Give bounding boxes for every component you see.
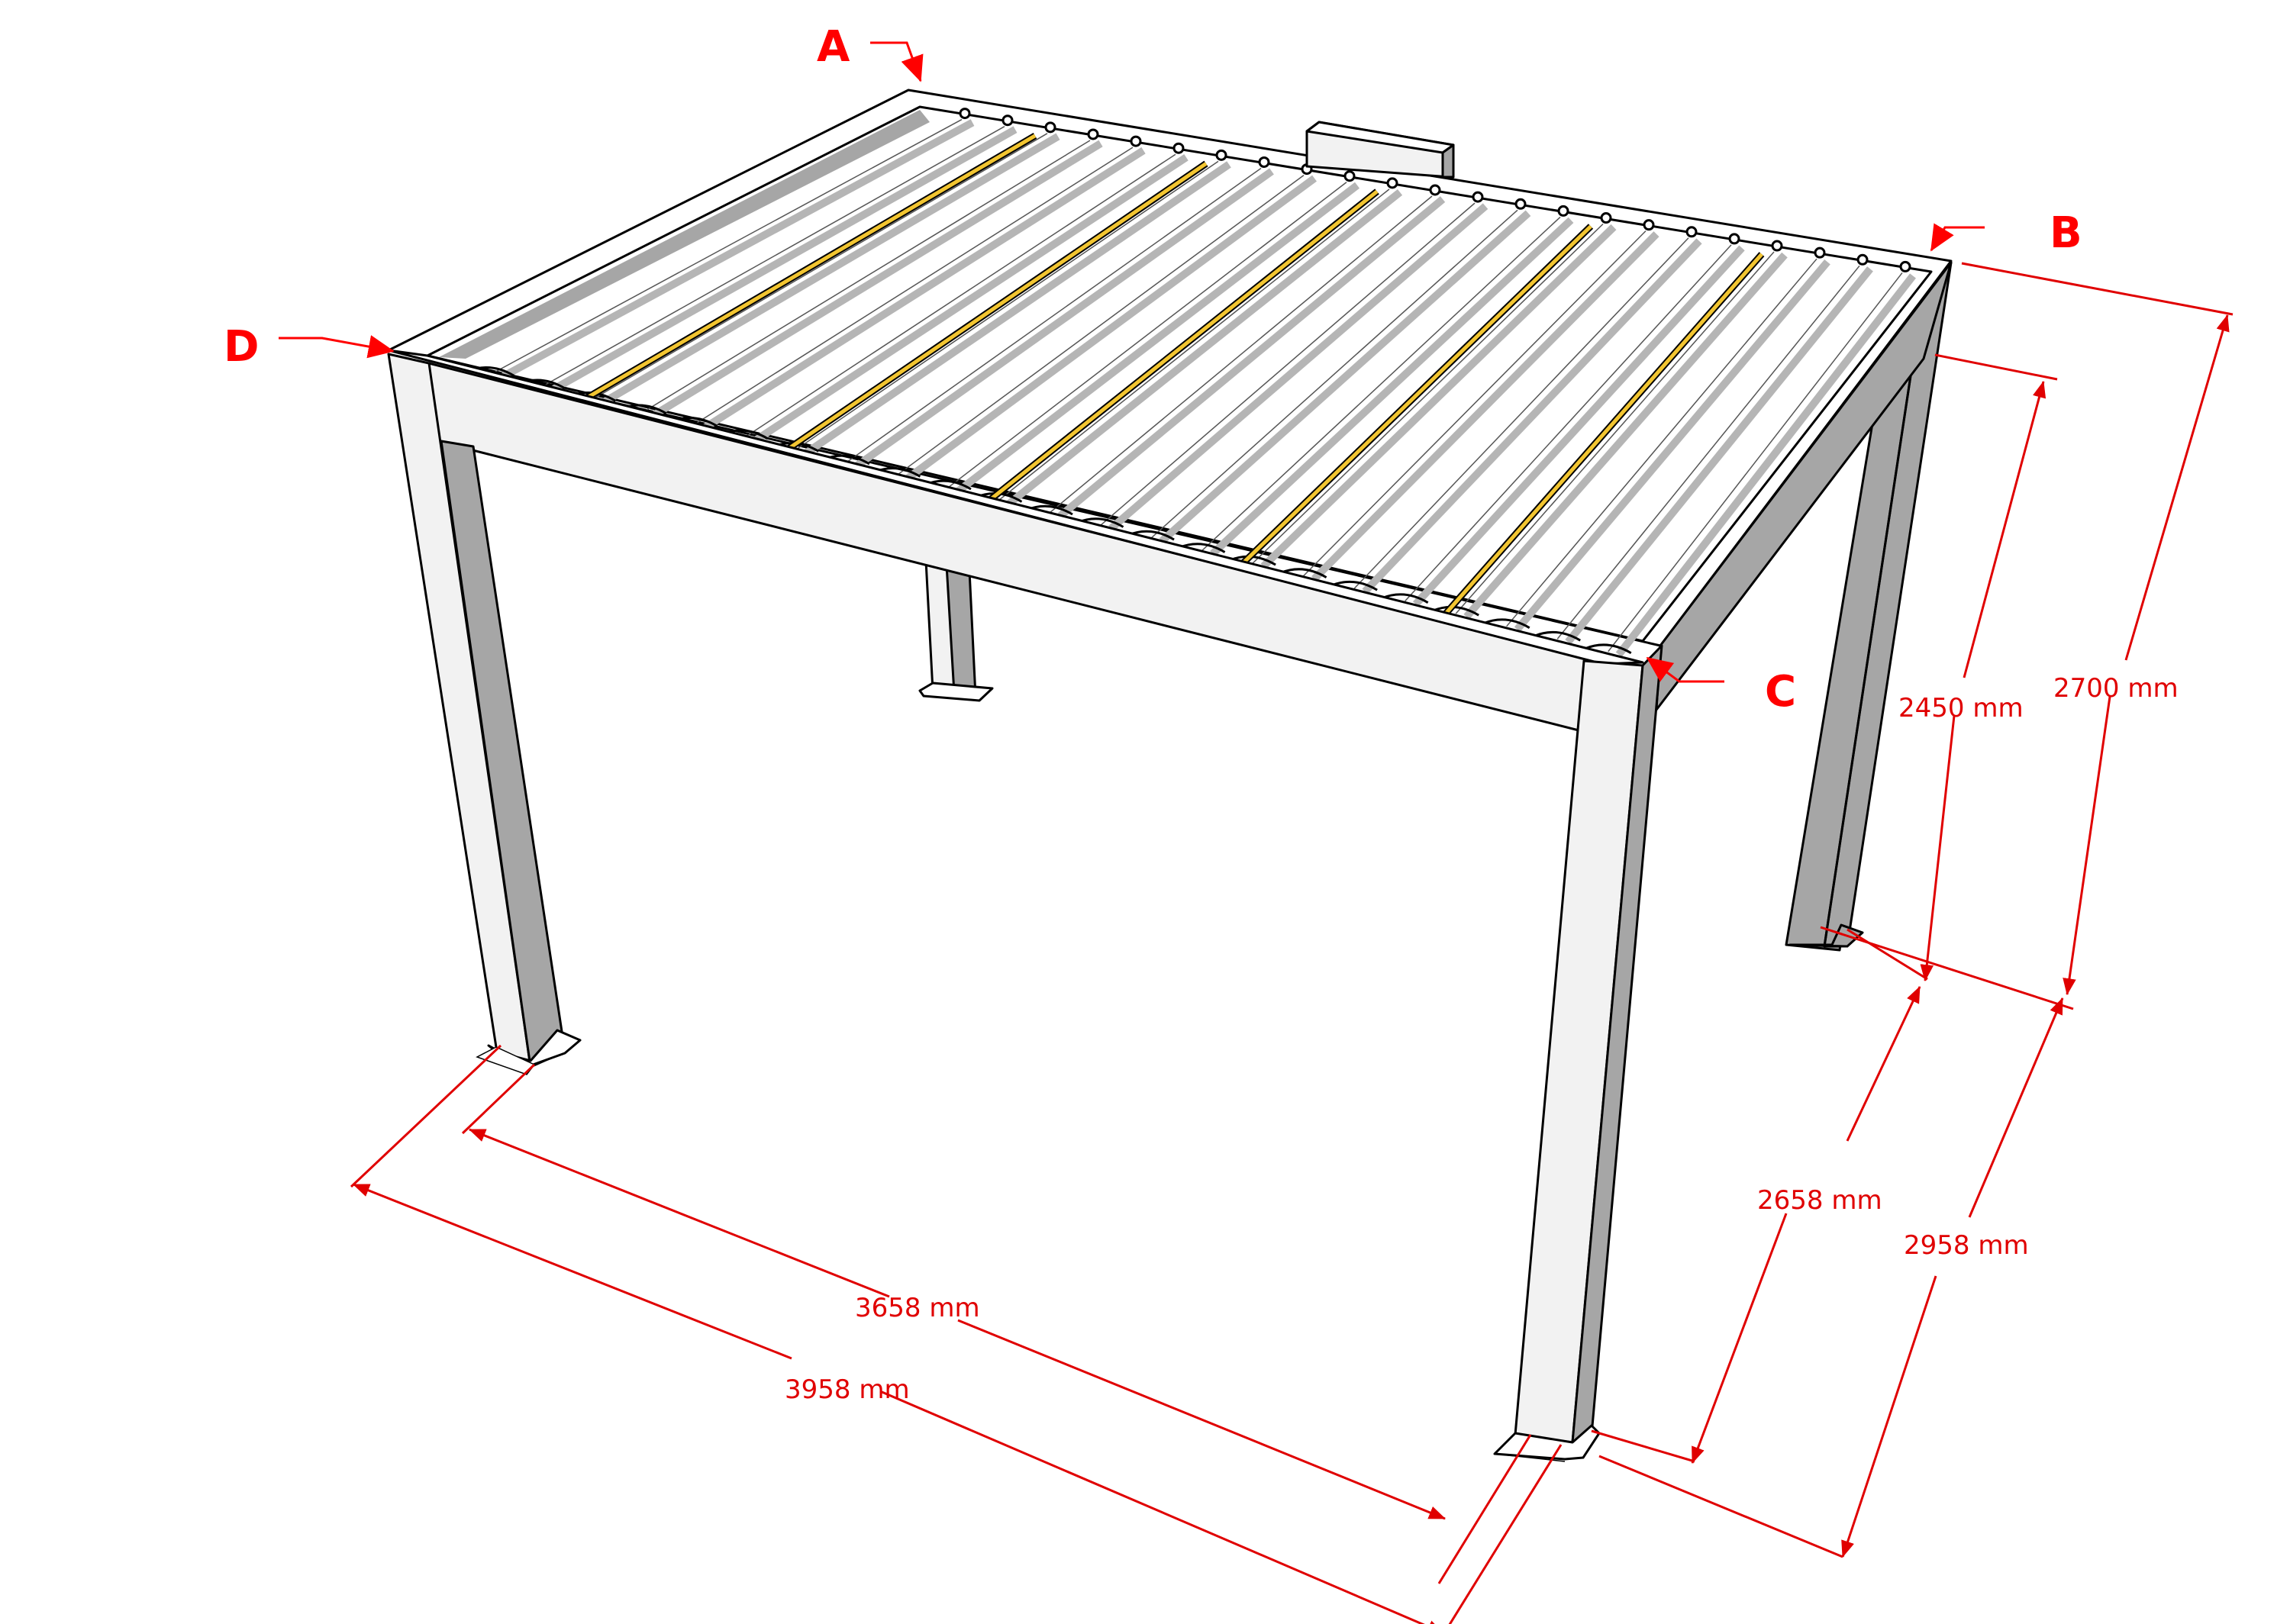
dim-outer-length: 3958 mm (785, 1374, 910, 1405)
dim-total-height: 2700 mm (2053, 673, 2179, 704)
corner-label-d: D (224, 322, 259, 372)
dimension-labels: 3658 mm 3958 mm 2658 mm 2958 mm 2450 mm … (785, 673, 2179, 1405)
corner-label-c: C (1765, 667, 1796, 717)
corner-callouts: A B C D (224, 22, 2082, 717)
louver-slats (467, 108, 1916, 657)
corner-label-a: A (817, 22, 850, 72)
dim-clear-height: 2450 mm (1898, 693, 2024, 723)
dimension-lines (350, 262, 2234, 1624)
motor-housing (1305, 121, 1455, 179)
dim-outer-width: 2958 mm (1904, 1230, 2029, 1261)
dim-inner-width: 2658 mm (1757, 1185, 1882, 1216)
post-back-left (918, 559, 994, 702)
post-front-right (1493, 644, 1663, 1462)
corner-label-b: B (2050, 208, 2082, 258)
dim-inner-length: 3658 mm (855, 1293, 980, 1323)
